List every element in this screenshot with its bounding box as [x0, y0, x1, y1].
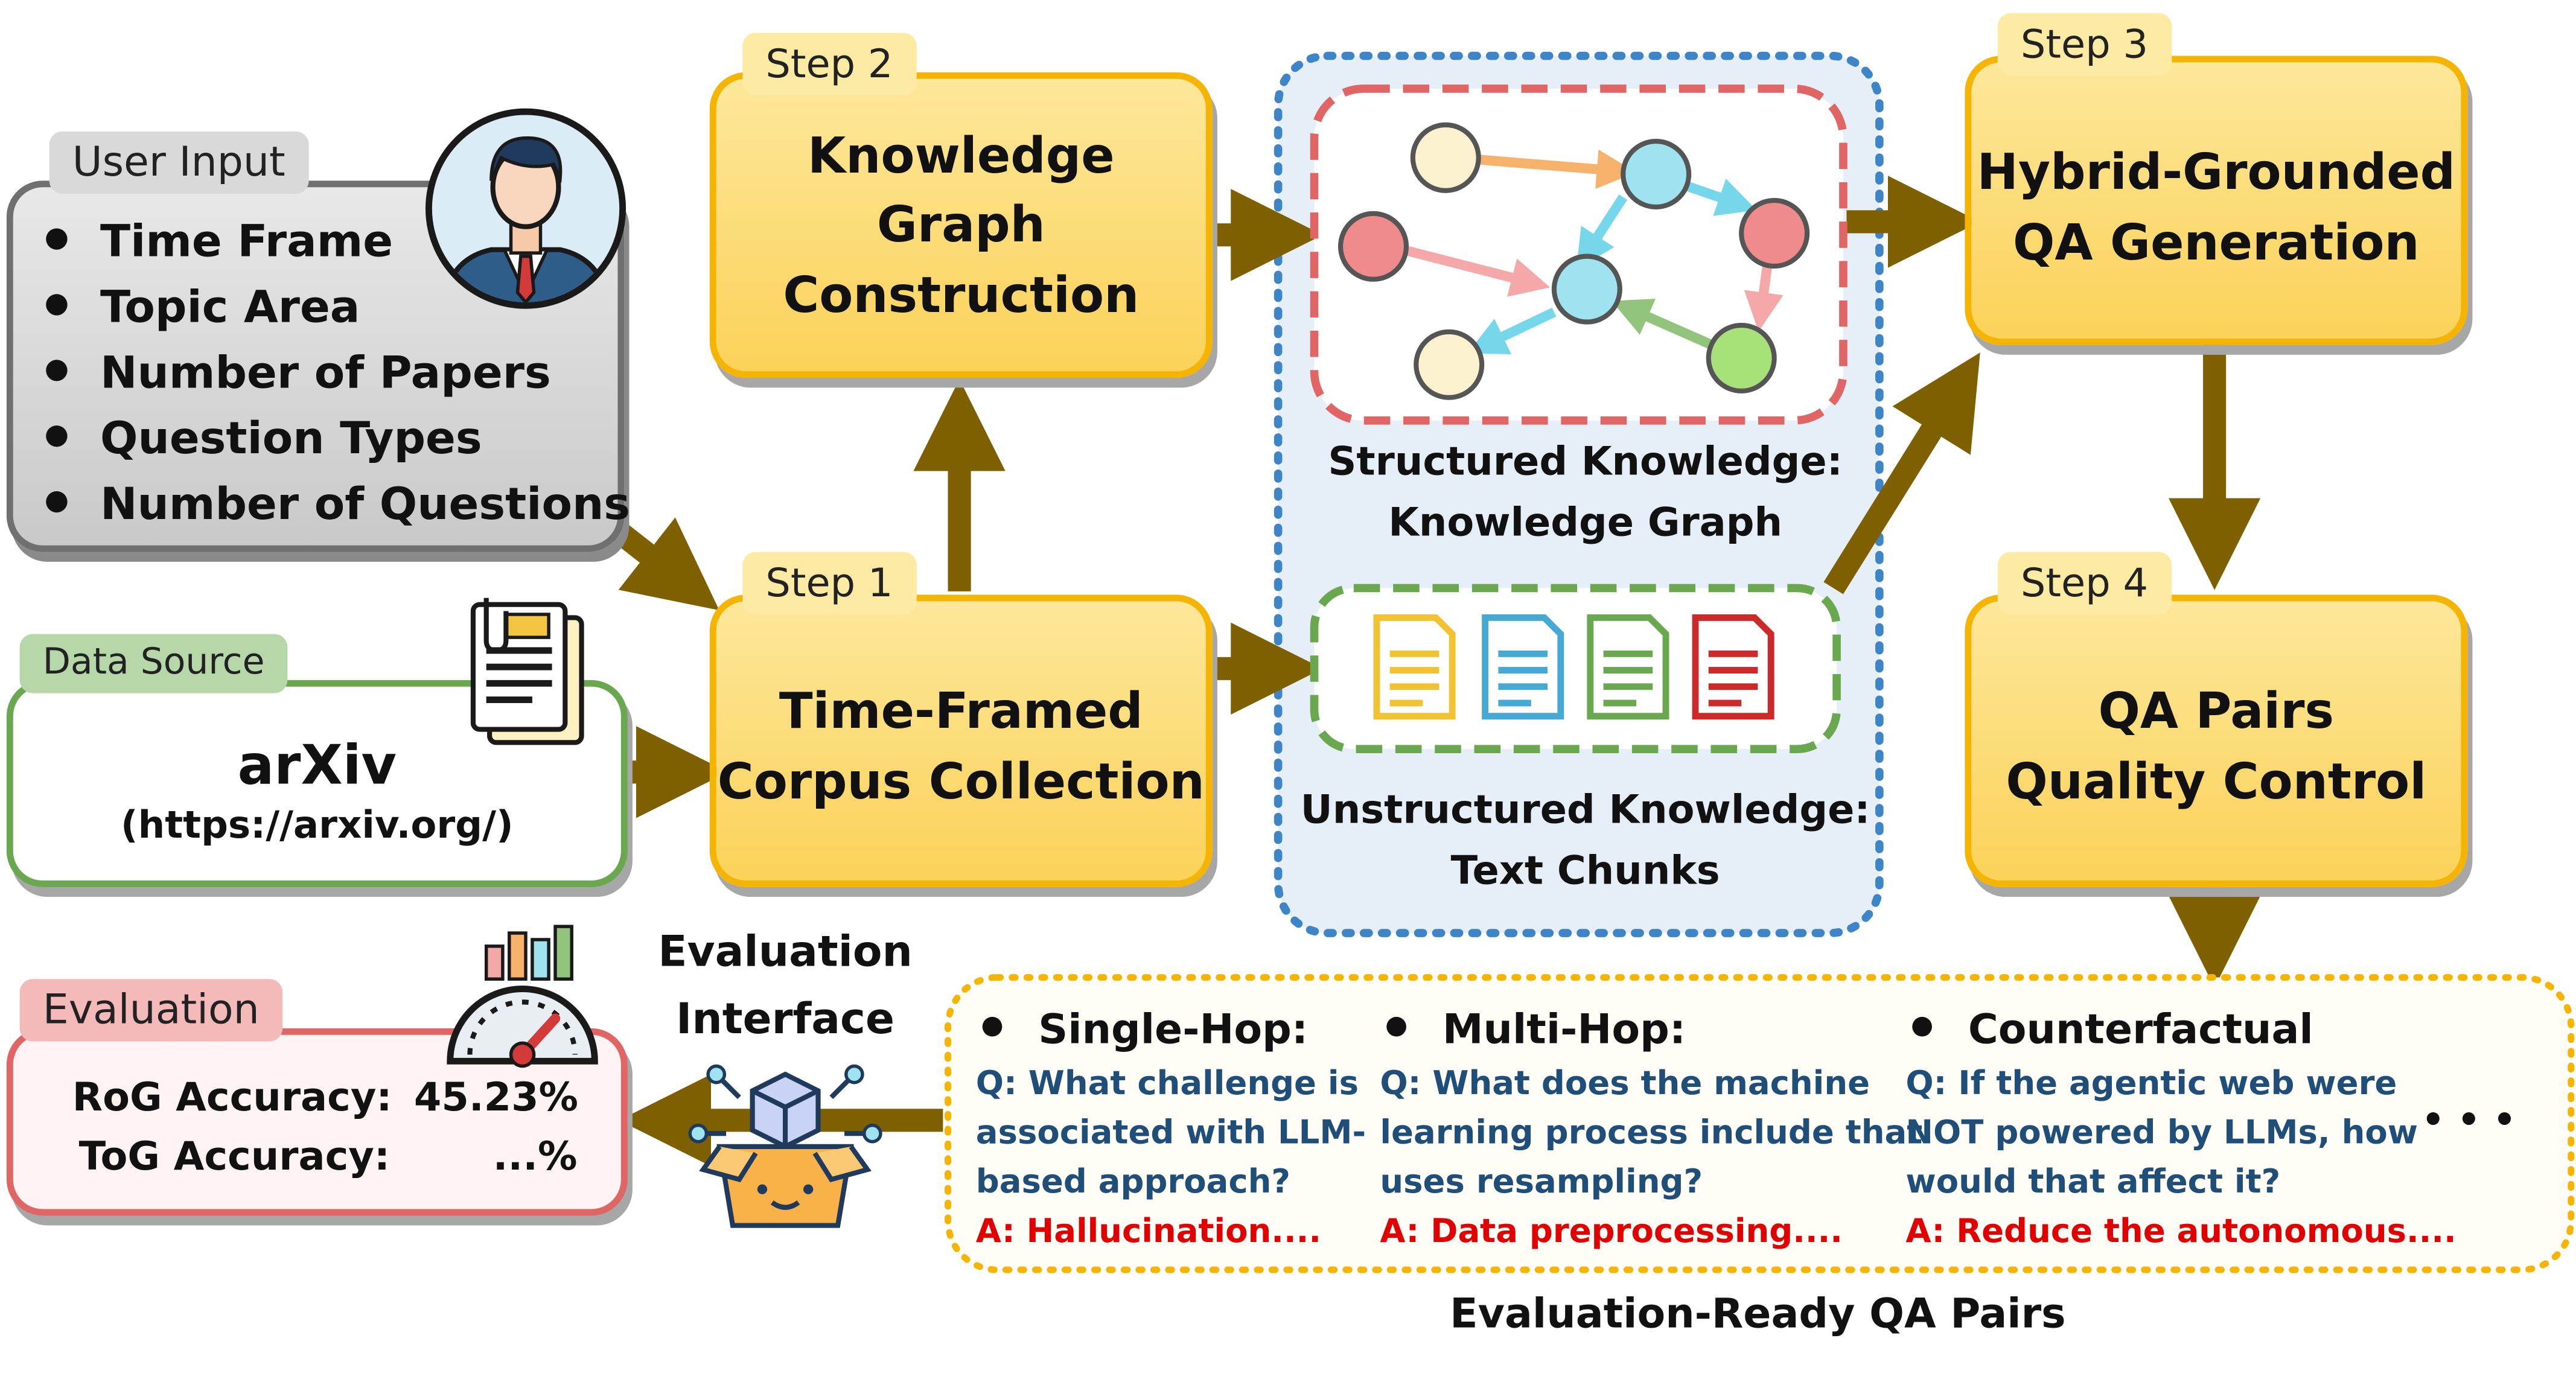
- interface-box-icon: [688, 1064, 882, 1228]
- knowledge-graph: [1310, 84, 1848, 425]
- document-icon: [1692, 614, 1774, 720]
- kg-node: [1410, 122, 1481, 193]
- qa-answer: A: Data preprocessing....: [1380, 1211, 1843, 1250]
- step4-tag: Step 4: [1997, 552, 2172, 614]
- unstructured-knowledge-line1: Unstructured Knowledge:: [1300, 786, 1870, 833]
- qa-type-single-hop: Single-Hop:: [982, 1005, 1308, 1053]
- evaluation-tag: Evaluation: [19, 979, 282, 1042]
- rog-accuracy-value: 45.23%: [413, 1074, 579, 1121]
- qa-question-line: NOT powered by LLMs, how: [1905, 1112, 2418, 1152]
- data-source-tag: Data Source: [19, 634, 288, 693]
- qa-question-line: associated with LLM-: [975, 1112, 1366, 1152]
- user-input-item: Number of Papers: [46, 348, 551, 399]
- user-avatar-icon: [425, 108, 626, 309]
- arrow-user-input-to-step1: [604, 517, 719, 611]
- kg-node: [1337, 211, 1409, 282]
- tog-accuracy-value: ...%: [493, 1133, 578, 1180]
- step1-tag: Step 1: [742, 552, 916, 614]
- qa-answer: A: Reduce the autonomous....: [1905, 1211, 2456, 1250]
- step2-tag: Step 2: [742, 33, 916, 95]
- qa-question-line: learning process include that: [1380, 1112, 1923, 1152]
- text-chunks: [1310, 584, 1841, 753]
- qa-question-line: based approach?: [975, 1161, 1291, 1201]
- structured-knowledge-line1: Structured Knowledge:: [1328, 438, 1843, 485]
- step4-title-line2: Quality Control: [2006, 754, 2427, 812]
- user-input-tag: User Input: [49, 131, 308, 194]
- step3-title-line2: QA Generation: [2013, 215, 2420, 273]
- step2-title-line3: Construction: [783, 267, 1140, 325]
- arrow-chunks-to-step3: [1823, 352, 1980, 594]
- qa-type-multi-hop: Multi-Hop:: [1386, 1005, 1686, 1053]
- qa-answer: A: Hallucination....: [975, 1211, 1322, 1250]
- structured-knowledge-line2: Knowledge Graph: [1388, 499, 1783, 546]
- document-icon: [1482, 614, 1564, 720]
- user-input-item: Question Types: [46, 414, 482, 465]
- qa-question-line: would that affect it?: [1905, 1161, 2281, 1201]
- kg-node: [1621, 139, 1692, 210]
- step2-box: Knowledge Graph Construction: [709, 72, 1213, 378]
- user-input-item: Number of Questions: [46, 480, 630, 530]
- qa-question-line: uses resampling?: [1380, 1161, 1703, 1201]
- kg-node: [1706, 322, 1777, 393]
- step3-tag: Step 3: [1997, 13, 2172, 76]
- step2-title-line2: Graph: [876, 197, 1045, 255]
- unstructured-knowledge-line2: Text Chunks: [1450, 847, 1720, 894]
- user-input-item: Topic Area: [46, 282, 360, 334]
- step4-box: QA Pairs Quality Control: [1965, 594, 2468, 887]
- qa-pairs-caption: Evaluation-Ready QA Pairs: [1450, 1289, 2066, 1337]
- kg-node: [1551, 253, 1622, 325]
- step3-title-line1: Hybrid-Grounded: [1977, 144, 2456, 202]
- document-icon: [1373, 614, 1456, 720]
- step1-title-line2: Corpus Collection: [717, 754, 1205, 812]
- qa-question-line: Q: If the agentic web were: [1905, 1063, 2397, 1103]
- step2-title-line1: Knowledge: [807, 128, 1115, 186]
- more-ellipsis: • • •: [2421, 1100, 2516, 1142]
- step1-box: Time-Framed Corpus Collection: [709, 594, 1213, 887]
- qa-type-counterfactual: Counterfactual: [1912, 1005, 2313, 1053]
- data-source-name: arXiv: [237, 732, 397, 797]
- qa-pairs-frame: [945, 974, 2575, 1273]
- rog-accuracy-label: RoG Accuracy:: [72, 1074, 392, 1121]
- interface-title-line2: Interface: [676, 995, 895, 1045]
- data-source-url[interactable]: (https://arxiv.org/): [121, 804, 514, 848]
- gauge-icon: [447, 925, 598, 1068]
- step4-title-line1: QA Pairs: [2098, 683, 2335, 741]
- interface-title-line1: Evaluation: [658, 928, 913, 978]
- papers-icon: [470, 597, 584, 745]
- step3-box: Hybrid-Grounded QA Generation: [1965, 56, 2468, 345]
- qa-question-line: Q: What challenge is: [975, 1063, 1359, 1103]
- qa-question-line: Q: What does the machine: [1380, 1063, 1870, 1103]
- step1-title-line1: Time-Framed: [779, 683, 1143, 741]
- user-input-item: Time Frame: [46, 217, 393, 268]
- tog-accuracy-label: ToG Accuracy:: [78, 1133, 391, 1180]
- kg-node: [1414, 329, 1485, 400]
- kg-node: [1739, 197, 1810, 269]
- document-icon: [1587, 614, 1669, 720]
